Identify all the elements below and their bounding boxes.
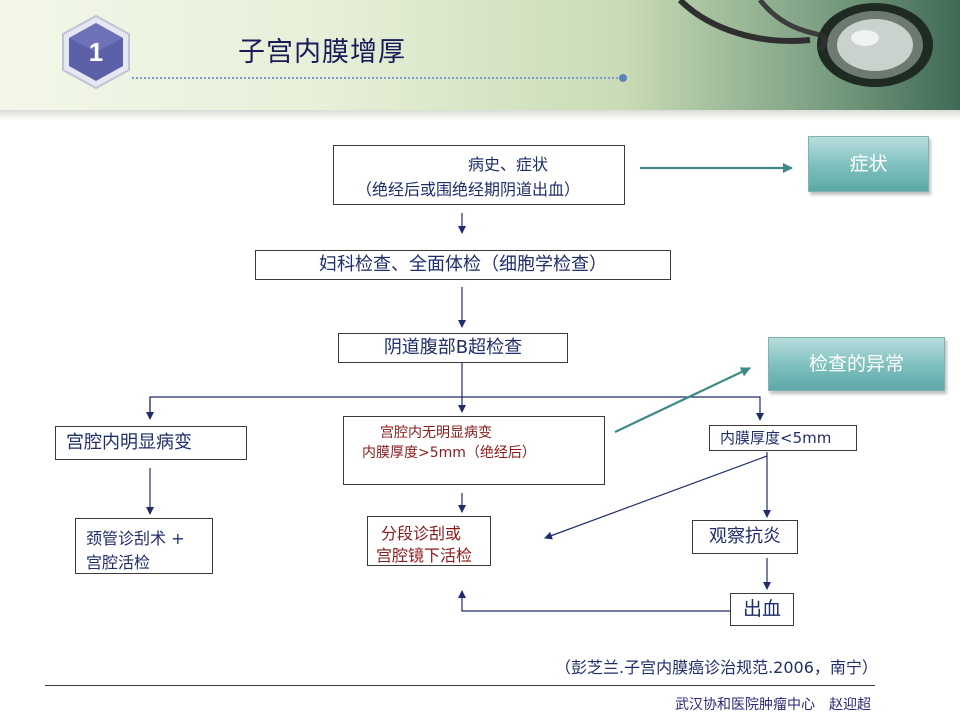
header-band: [0, 0, 960, 110]
section-number: 1: [88, 37, 104, 67]
header-shadow: [0, 110, 960, 120]
segmented-curettage-box: 分段诊刮或 宫腔镜下活检: [367, 516, 491, 566]
footer-rule: [45, 685, 875, 686]
exam-box: 妇科检查、全面体检（细胞学检查）: [255, 250, 671, 280]
cervical-curettage-box: 颈管诊刮术 + 宫腔活检: [75, 518, 213, 574]
title-dotted-rule: [132, 77, 622, 79]
arrow-to-abnormal-exam: [614, 367, 751, 433]
arrow-bleeding-to-segmented: [458, 590, 730, 612]
abnormal-exam-callout: 检查的异常: [768, 337, 945, 391]
citation: （彭芝兰.子宫内膜癌诊治规范.2006，南宁）: [555, 658, 878, 677]
stethoscope-image: [677, 0, 933, 87]
no-lesion-line2: 内膜厚度>5mm（绝经后）: [362, 445, 536, 461]
symptoms-callout-label: 症状: [849, 153, 888, 175]
observe-label: 观察抗炎: [709, 526, 781, 547]
thin-endometrium-box: 内膜厚度<5mm: [709, 425, 857, 451]
footer-credit: 武汉协和医院肿瘤中心 赵迎超: [675, 697, 871, 713]
observe-box: 观察抗炎: [692, 520, 798, 554]
abnormal-exam-callout-label: 检查的异常: [808, 353, 904, 375]
exam-label: 妇科检查、全面体检（细胞学检查）: [319, 254, 607, 275]
history-line1: 病史、症状: [468, 155, 549, 174]
no-lesion-box: 宫腔内无明显病变 内膜厚度>5mm（绝经后）: [343, 416, 605, 485]
symptoms-callout: 症状: [808, 136, 929, 192]
cervical-curettage-line2: 宫腔活检: [86, 553, 151, 572]
title-rule-end-dot: [619, 74, 627, 82]
history-box: 病史、症状 （绝经后或围绝经期阴道出血）: [333, 145, 625, 205]
bleeding-box: 出血: [730, 593, 794, 626]
ultrasound-box: 阴道腹部B超检查: [338, 333, 568, 363]
arrow-thin-to-segmented: [544, 455, 768, 540]
bleeding-label: 出血: [742, 598, 781, 620]
section-number-badge: [62, 14, 130, 90]
obvious-lesion-box: 宫腔内明显病变: [55, 426, 247, 460]
history-line2: （绝经后或围绝经期阴道出血）: [356, 180, 581, 199]
obvious-lesion-label: 宫腔内明显病变: [66, 432, 192, 453]
ultrasound-label: 阴道腹部B超检查: [383, 337, 523, 358]
no-lesion-line1: 宫腔内无明显病变: [380, 425, 492, 441]
page-title: 子宫内膜增厚: [238, 37, 406, 68]
segmented-curettage-line1: 分段诊刮或: [381, 524, 462, 543]
thin-endometrium-label: 内膜厚度<5mm: [720, 429, 832, 447]
segmented-curettage-line2: 宫腔镜下活检: [376, 546, 473, 565]
cervical-curettage-line1: 颈管诊刮术 +: [86, 529, 185, 548]
